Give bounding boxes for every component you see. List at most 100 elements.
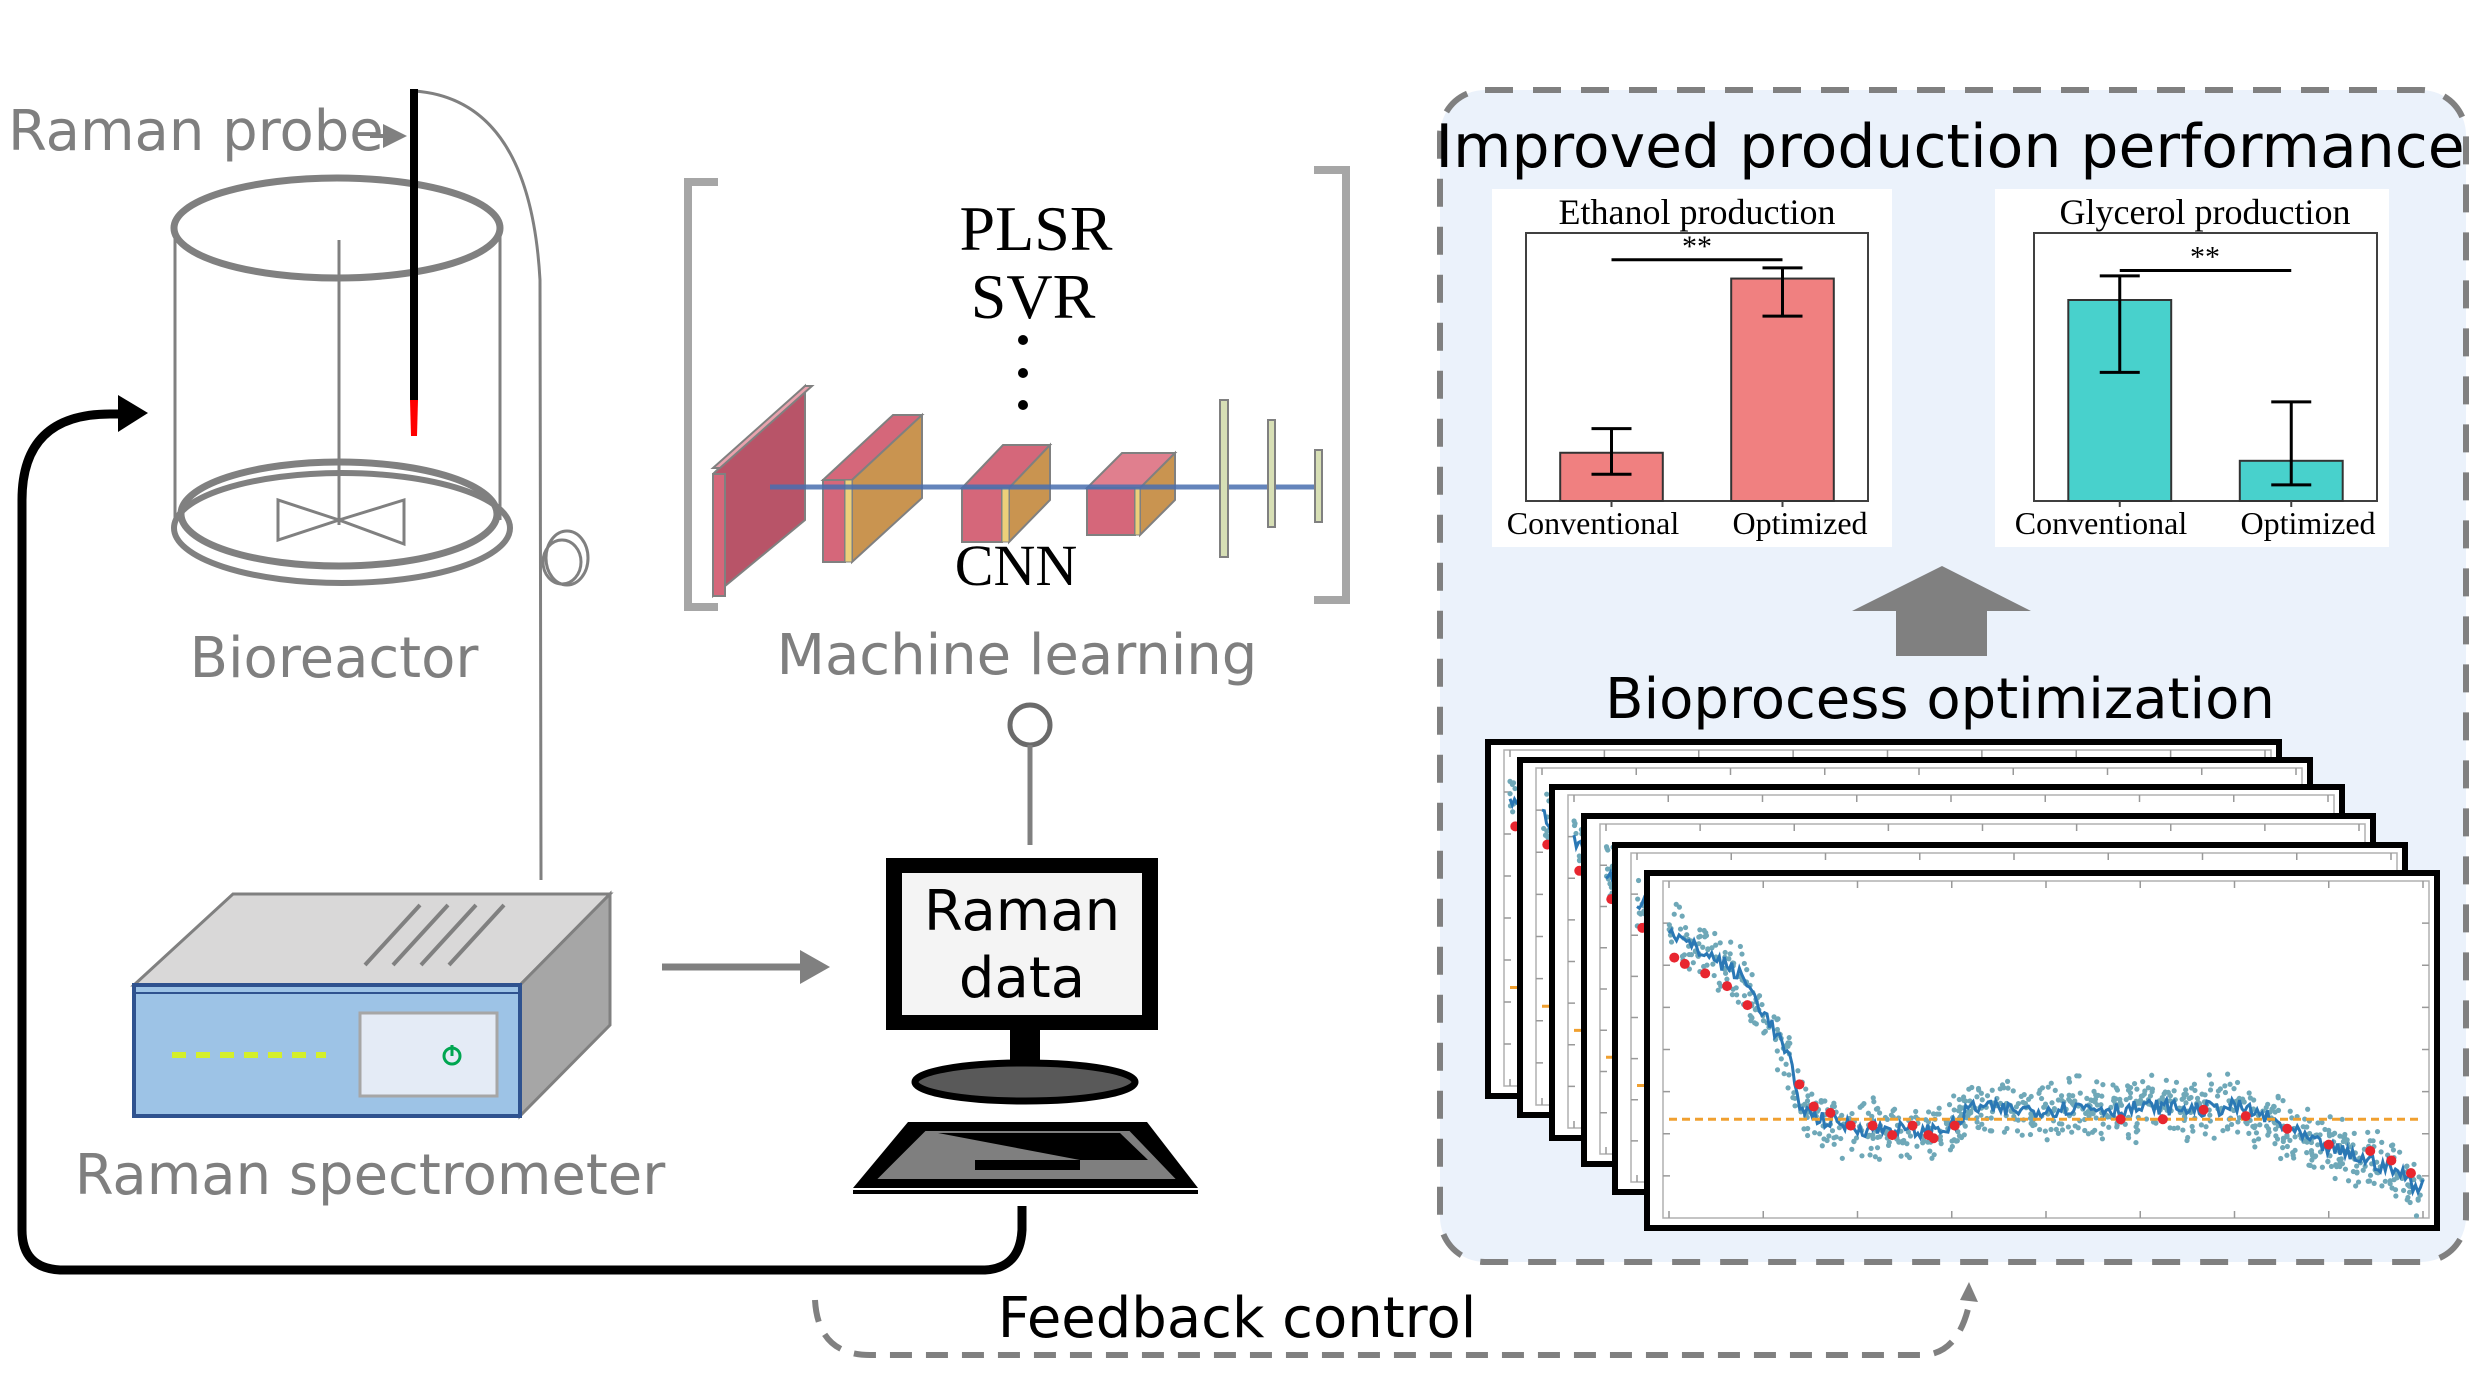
scatter-point — [2339, 1116, 2345, 1122]
scatter-point — [1868, 1145, 1874, 1151]
cnn-layer-4-front — [1086, 487, 1136, 536]
scatter-point — [2382, 1178, 2388, 1184]
scatter-point — [1951, 1107, 1957, 1113]
scatter-point — [1871, 1099, 1877, 1105]
scatter-point — [2105, 1113, 2111, 1119]
glycerol-plot-frame — [2033, 232, 2378, 502]
scatter-point — [2272, 1109, 2278, 1115]
glycerol-chart: Glycerol production Conventional Optimiz… — [1995, 189, 2389, 547]
scatter-point — [2246, 1130, 2252, 1136]
scatter-point — [1988, 1115, 1994, 1121]
scatter-point — [1604, 866, 1611, 872]
scatter-point — [1836, 1125, 1843, 1131]
improved-performance-title: Improved production performance — [1435, 112, 2464, 182]
scatter-point — [1873, 1106, 1880, 1112]
scatter-point — [2106, 1124, 2112, 1130]
scatter-point — [1576, 853, 1582, 859]
bioreactor-top-rim — [170, 174, 504, 282]
scatter-point — [1666, 922, 1672, 928]
cnn-layers-icon — [710, 383, 1323, 599]
reference-point — [1825, 1107, 1836, 1118]
feedback-loop-line — [17, 409, 1027, 1275]
reference-point — [1867, 1120, 1878, 1131]
scatter-point — [1979, 1121, 1985, 1127]
scatter-point — [1576, 858, 1583, 864]
scatter-point — [2272, 1141, 2278, 1147]
scatter-point — [2099, 1136, 2106, 1142]
scatter-point — [1979, 1097, 1985, 1103]
scatter-point — [1774, 1067, 1781, 1073]
reference-point — [1845, 1120, 1856, 1131]
dot — [1018, 335, 1028, 345]
glycerol-xtick-conventional: Conventional — [2015, 505, 2188, 541]
scatter-point — [1949, 1143, 1955, 1150]
dense-layer-2 — [1267, 419, 1276, 528]
scatter-point — [2015, 1117, 2021, 1123]
scatter-point — [2206, 1072, 2212, 1078]
scatter-point — [1870, 1095, 1876, 1101]
scatter-point — [2053, 1126, 2059, 1133]
reference-point — [2198, 1104, 2209, 1115]
scatter-point — [2325, 1159, 2331, 1165]
scatter-point — [2095, 1092, 2101, 1098]
scatter-point — [2186, 1095, 2192, 1102]
scatter-point — [1749, 1015, 1755, 1021]
scatter-point — [2306, 1162, 2312, 1168]
scatter-point — [1849, 1110, 1855, 1117]
scatter-point — [2280, 1145, 2286, 1151]
scatter-point — [2133, 1129, 2139, 1135]
cnn-layer-2-front — [822, 479, 846, 563]
scatter-point — [1573, 830, 1579, 837]
scatter-point — [1512, 785, 1518, 792]
scatter-point — [1936, 1105, 1942, 1111]
scatter-point — [1786, 1035, 1792, 1041]
scatter-point — [2163, 1077, 2169, 1083]
scatter-point — [1673, 901, 1679, 907]
scatter-point — [1730, 986, 1736, 992]
scatter-point — [2051, 1105, 2058, 1112]
scatter-point — [1926, 1109, 1932, 1115]
ethanol-chart: Ethanol production Conventional Optimize… — [1492, 189, 1892, 547]
scatter-point — [2191, 1081, 2198, 1087]
scatter-point — [1999, 1082, 2006, 1088]
scatter-point — [2354, 1163, 2360, 1169]
scatter-point — [2255, 1136, 2262, 1142]
scatter-point — [2137, 1100, 2143, 1106]
scatter-point — [1989, 1128, 1995, 1134]
scatter-point — [1749, 972, 1755, 978]
scatter-point — [2100, 1121, 2106, 1127]
scatter-point — [2125, 1083, 2131, 1089]
scatter-point — [2284, 1152, 2290, 1158]
scatter-point — [2004, 1125, 2010, 1132]
scatter-point — [2066, 1092, 2072, 1098]
scatter-point — [2332, 1130, 2338, 1136]
scatter-point — [1812, 1130, 1818, 1136]
scatter-point — [1711, 972, 1717, 979]
dense-layer-3 — [1314, 449, 1323, 523]
reference-point — [1928, 1133, 1939, 1144]
scatter-point — [2014, 1128, 2021, 1134]
scatter-point — [2082, 1127, 2088, 1134]
scatter-point — [2287, 1137, 2293, 1143]
scatter-point — [2353, 1183, 2359, 1189]
scatter-point — [1668, 939, 1675, 945]
scatter-point — [1737, 943, 1743, 950]
scatter-point — [2350, 1168, 2356, 1175]
scatter-point — [1635, 877, 1642, 884]
scatter-point — [1891, 1106, 1898, 1112]
scatter-point — [2094, 1079, 2100, 1085]
reference-point — [1722, 981, 1733, 992]
scatter-point — [2284, 1143, 2290, 1150]
vent-slots — [363, 903, 506, 967]
scatter-point — [1839, 1155, 1845, 1161]
scatter-point — [1901, 1137, 1907, 1144]
probe-tip — [410, 400, 418, 436]
scatter-point — [1774, 1026, 1781, 1033]
scatter-point — [2315, 1120, 2321, 1126]
scatter-point — [2225, 1126, 2231, 1132]
scatter-point — [1886, 1139, 1892, 1145]
scatter-point — [1688, 952, 1695, 958]
computer-icon: Raman data — [853, 702, 1198, 1194]
cnn-layer-1-top — [710, 385, 815, 469]
scatter-point — [1833, 1134, 1839, 1140]
